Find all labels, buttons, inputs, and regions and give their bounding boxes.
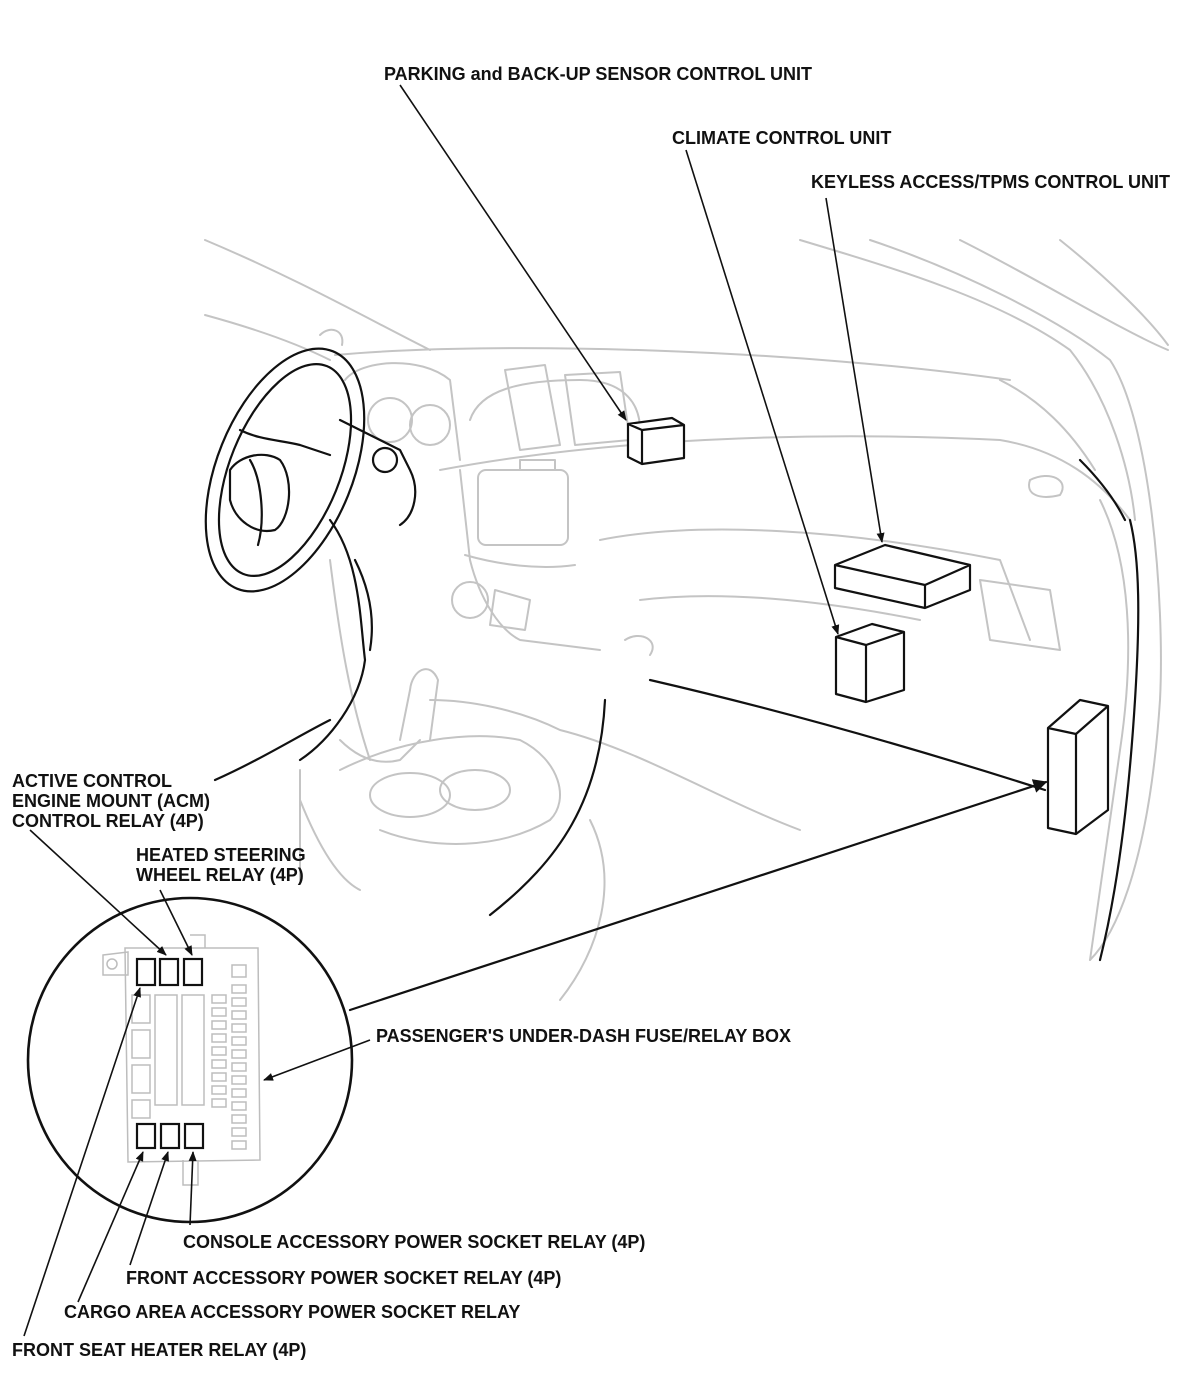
label-climate-control: CLIMATE CONTROL UNIT [672, 128, 892, 148]
label-keyless-access: KEYLESS ACCESS/TPMS CONTROL UNIT [811, 172, 1171, 192]
heated-steering-relay [182, 957, 204, 987]
fuse-box-leader [263, 1039, 371, 1081]
dash-lower-edge [213, 718, 332, 782]
label-console-socket: CONSOLE ACCESSORY POWER SOCKET RELAY (4P… [183, 1232, 646, 1252]
keyless-access-leader [825, 197, 885, 543]
acm-relay [135, 957, 157, 987]
parking-sensor-leader [399, 84, 627, 421]
label-cargo-socket: CARGO AREA ACCESSORY POWER SOCKET RELAY [64, 1302, 521, 1322]
label-front-socket: FRONT ACCESSORY POWER SOCKET RELAY (4P) [126, 1268, 562, 1288]
fuse-box-inset [26, 779, 1048, 1224]
leader-lines [23, 84, 885, 1337]
seat-heater-relay [135, 1122, 157, 1150]
seat-heater-leader [23, 987, 141, 1337]
climate-control-unit [834, 622, 906, 704]
parking-sensor-unit [626, 416, 686, 466]
front-socket-leader [129, 1151, 169, 1266]
heated-steering-leader [159, 889, 193, 956]
label-parking-sensor: PARKING and BACK-UP SENSOR CONTROL UNIT [384, 64, 813, 84]
label-seat-heater: FRONT SEAT HEATER RELAY (4P) [12, 1340, 307, 1360]
inset-pointer-line [348, 779, 1048, 1012]
seat-heater-relay-top [158, 957, 180, 987]
a-pillar-edge [1098, 518, 1140, 962]
label-acm-relay: ACTIVE CONTROL ENGINE MOUNT (ACM) CONTRO… [12, 771, 210, 831]
fuse-relay-box-3d [1046, 698, 1110, 836]
steering-wheel [204, 347, 417, 762]
dashboard-outline [204, 239, 1169, 1001]
label-fuse-box: PASSENGER'S UNDER-DASH FUSE/RELAY BOX [376, 1026, 792, 1046]
a-pillar-front [1078, 458, 1127, 522]
climate-control-leader [685, 149, 840, 635]
label-heated-steering: HEATED STEERING WHEEL RELAY (4P) [136, 845, 306, 885]
cargo-socket-relay [159, 1122, 181, 1150]
door-sill-line [488, 698, 607, 917]
dash-bottom-line [648, 678, 1047, 792]
fuse-slots [211, 964, 247, 1150]
console-socket-relay [183, 1122, 205, 1150]
cargo-socket-leader [77, 1151, 144, 1303]
keyless-access-unit [833, 543, 972, 610]
acm-relay-leader [29, 829, 167, 956]
console-socket-leader [188, 1151, 197, 1226]
